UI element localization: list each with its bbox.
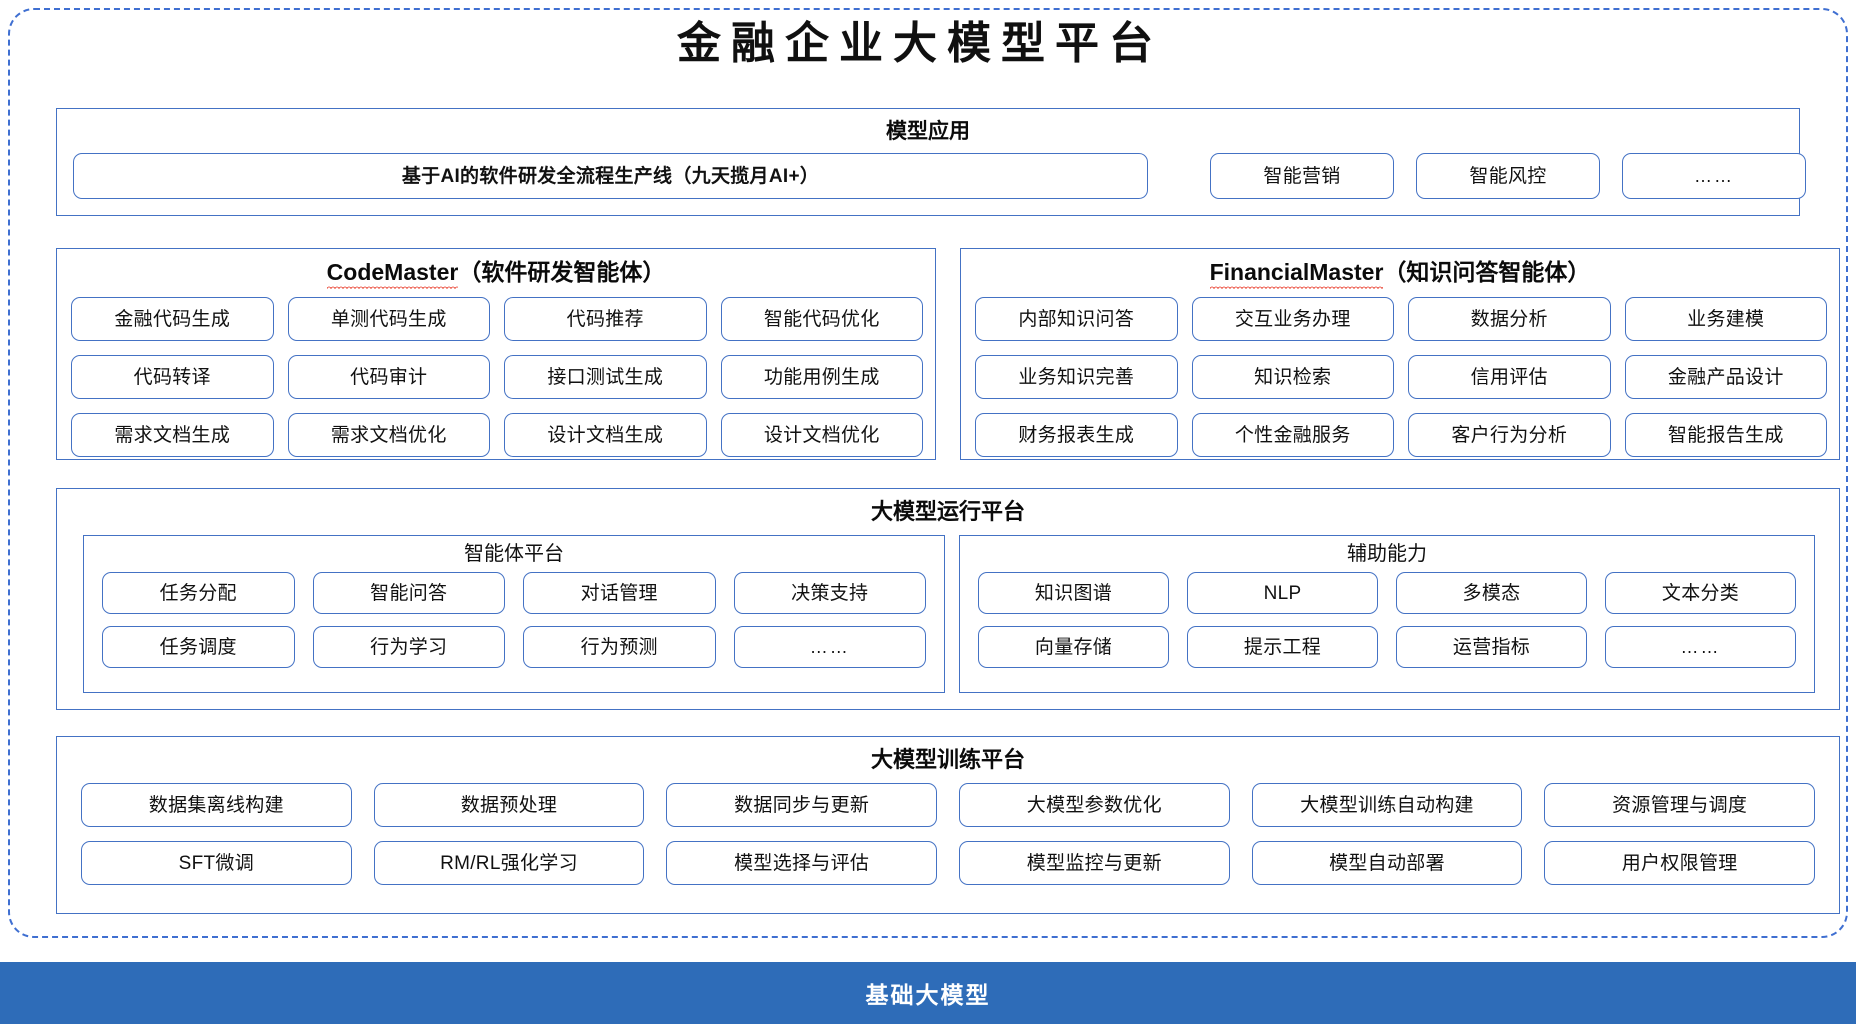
section-training-platform: 大模型训练平台 数据集离线构建 数据预处理 数据同步与更新 大模型参数优化 大模…: [56, 736, 1840, 914]
list-item[interactable]: 任务调度: [102, 626, 295, 668]
list-item[interactable]: 任务分配: [102, 572, 295, 614]
list-item[interactable]: 金融代码生成: [71, 297, 274, 341]
list-item[interactable]: 接口测试生成: [504, 355, 707, 399]
section-title-runtime-platform: 大模型运行平台: [870, 499, 1025, 524]
list-item[interactable]: 智能代码优化: [720, 297, 923, 341]
list-item[interactable]: 设计文档优化: [720, 413, 923, 457]
section-financialmaster: FinancialMaster（知识问答智能体） 内部知识问答 交互业务办理 数…: [960, 248, 1840, 460]
list-item[interactable]: 模型监控与更新: [958, 841, 1230, 885]
section-title-model-application: 模型应用: [886, 120, 970, 143]
list-item[interactable]: 单测代码生成: [287, 297, 490, 341]
training-platform-item-grid: 数据集离线构建 数据预处理 数据同步与更新 大模型参数优化 大模型训练自动构建 …: [81, 783, 1815, 885]
list-item[interactable]: 数据预处理: [373, 783, 645, 827]
list-item[interactable]: 数据集离线构建: [81, 783, 352, 827]
list-item[interactable]: 智能报告生成: [1624, 413, 1827, 457]
list-item[interactable]: 多模态: [1396, 572, 1587, 614]
financialmaster-suffix: （知识问答智能体）: [1383, 259, 1591, 285]
list-item-more[interactable]: ……: [733, 626, 926, 668]
section-model-application: 模型应用 基于AI的软件研发全流程生产线（九天揽月AI+） 智能营销 智能风控 …: [56, 108, 1806, 216]
list-item-more[interactable]: ……: [1605, 626, 1796, 668]
list-item[interactable]: 文本分类: [1605, 572, 1796, 614]
list-item[interactable]: 决策支持: [733, 572, 926, 614]
list-item[interactable]: 向量存储: [978, 626, 1169, 668]
subsection-title-agent-platform: 智能体平台: [464, 543, 564, 565]
financialmaster-brand-name: FinancialMaster: [1209, 259, 1384, 289]
subsection-agent-platform: 智能体平台 任务分配 智能问答 对话管理 决策支持 任务调度 行为学习 行为预测…: [83, 535, 945, 693]
list-item[interactable]: 智能问答: [312, 572, 505, 614]
list-item[interactable]: SFT微调: [81, 841, 352, 885]
page-title: 金融企业大模型平台: [677, 18, 1163, 69]
section-title-training-platform: 大模型训练平台: [870, 747, 1025, 772]
list-item[interactable]: 客户行为分析: [1408, 413, 1611, 457]
list-item[interactable]: 需求文档优化: [287, 413, 490, 457]
list-item[interactable]: 个性金融服务: [1191, 413, 1394, 457]
list-item[interactable]: 资源管理与调度: [1544, 783, 1815, 827]
app-item-more[interactable]: ……: [1622, 153, 1806, 199]
list-item[interactable]: 交互业务办理: [1191, 297, 1394, 341]
list-item[interactable]: 提示工程: [1187, 626, 1378, 668]
list-item[interactable]: 知识图谱: [978, 572, 1169, 614]
auxiliary-capability-item-grid: 知识图谱 NLP 多模态 文本分类 向量存储 提示工程 运营指标 ……: [978, 572, 1796, 668]
list-item[interactable]: 信用评估: [1408, 355, 1611, 399]
list-item[interactable]: 内部知识问答: [975, 297, 1178, 341]
section-runtime-platform: 大模型运行平台 智能体平台 任务分配 智能问答 对话管理 决策支持 任务调度 行…: [56, 488, 1840, 710]
app-item-risk-control[interactable]: 智能风控: [1416, 153, 1600, 199]
list-item[interactable]: 行为预测: [523, 626, 716, 668]
list-item[interactable]: 需求文档生成: [71, 413, 274, 457]
agent-platform-item-grid: 任务分配 智能问答 对话管理 决策支持 任务调度 行为学习 行为预测 ……: [102, 572, 926, 668]
foundation-model-label: 基础大模型: [865, 982, 991, 1008]
list-item[interactable]: 业务建模: [1624, 297, 1827, 341]
list-item[interactable]: 模型自动部署: [1251, 841, 1523, 885]
list-item[interactable]: 代码推荐: [504, 297, 707, 341]
app-item-marketing[interactable]: 智能营销: [1210, 153, 1394, 199]
list-item[interactable]: 用户权限管理: [1544, 841, 1815, 885]
list-item[interactable]: 数据分析: [1408, 297, 1611, 341]
section-codemaster: CodeMaster（软件研发智能体） 金融代码生成 单测代码生成 代码推荐 智…: [56, 248, 936, 460]
list-item[interactable]: 大模型参数优化: [958, 783, 1230, 827]
foundation-model-bar: 基础大模型: [0, 962, 1856, 1024]
subsection-auxiliary-capability: 辅助能力 知识图谱 NLP 多模态 文本分类 向量存储 提示工程 运营指标 ……: [959, 535, 1815, 693]
list-item[interactable]: 对话管理: [523, 572, 716, 614]
list-item[interactable]: 业务知识完善: [975, 355, 1178, 399]
app-item-pipeline[interactable]: 基于AI的软件研发全流程生产线（九天揽月AI+）: [73, 153, 1148, 199]
list-item[interactable]: NLP: [1187, 572, 1378, 614]
list-item[interactable]: 代码审计: [287, 355, 490, 399]
list-item[interactable]: 设计文档生成: [504, 413, 707, 457]
subsection-title-auxiliary-capability: 辅助能力: [1347, 543, 1427, 565]
list-item[interactable]: 功能用例生成: [720, 355, 923, 399]
list-item[interactable]: 模型选择与评估: [666, 841, 937, 885]
list-item[interactable]: 金融产品设计: [1624, 355, 1827, 399]
codemaster-item-grid: 金融代码生成 单测代码生成 代码推荐 智能代码优化 代码转译 代码审计 接口测试…: [71, 297, 923, 457]
list-item[interactable]: 知识检索: [1191, 355, 1394, 399]
section-title-financialmaster: FinancialMaster（知识问答智能体）: [961, 259, 1839, 289]
codemaster-suffix: （软件研发智能体）: [458, 259, 666, 285]
list-item[interactable]: 代码转译: [71, 355, 274, 399]
list-item[interactable]: 运营指标: [1396, 626, 1587, 668]
codemaster-brand-name: CodeMaster: [326, 259, 459, 289]
list-item[interactable]: 财务报表生成: [975, 413, 1178, 457]
list-item[interactable]: 数据同步与更新: [666, 783, 937, 827]
list-item[interactable]: 行为学习: [312, 626, 505, 668]
financialmaster-item-grid: 内部知识问答 交互业务办理 数据分析 业务建模 业务知识完善 知识检索 信用评估…: [975, 297, 1827, 457]
list-item[interactable]: 大模型训练自动构建: [1251, 783, 1523, 827]
section-title-codemaster: CodeMaster（软件研发智能体）: [57, 259, 935, 289]
list-item[interactable]: RM/RL强化学习: [373, 841, 645, 885]
